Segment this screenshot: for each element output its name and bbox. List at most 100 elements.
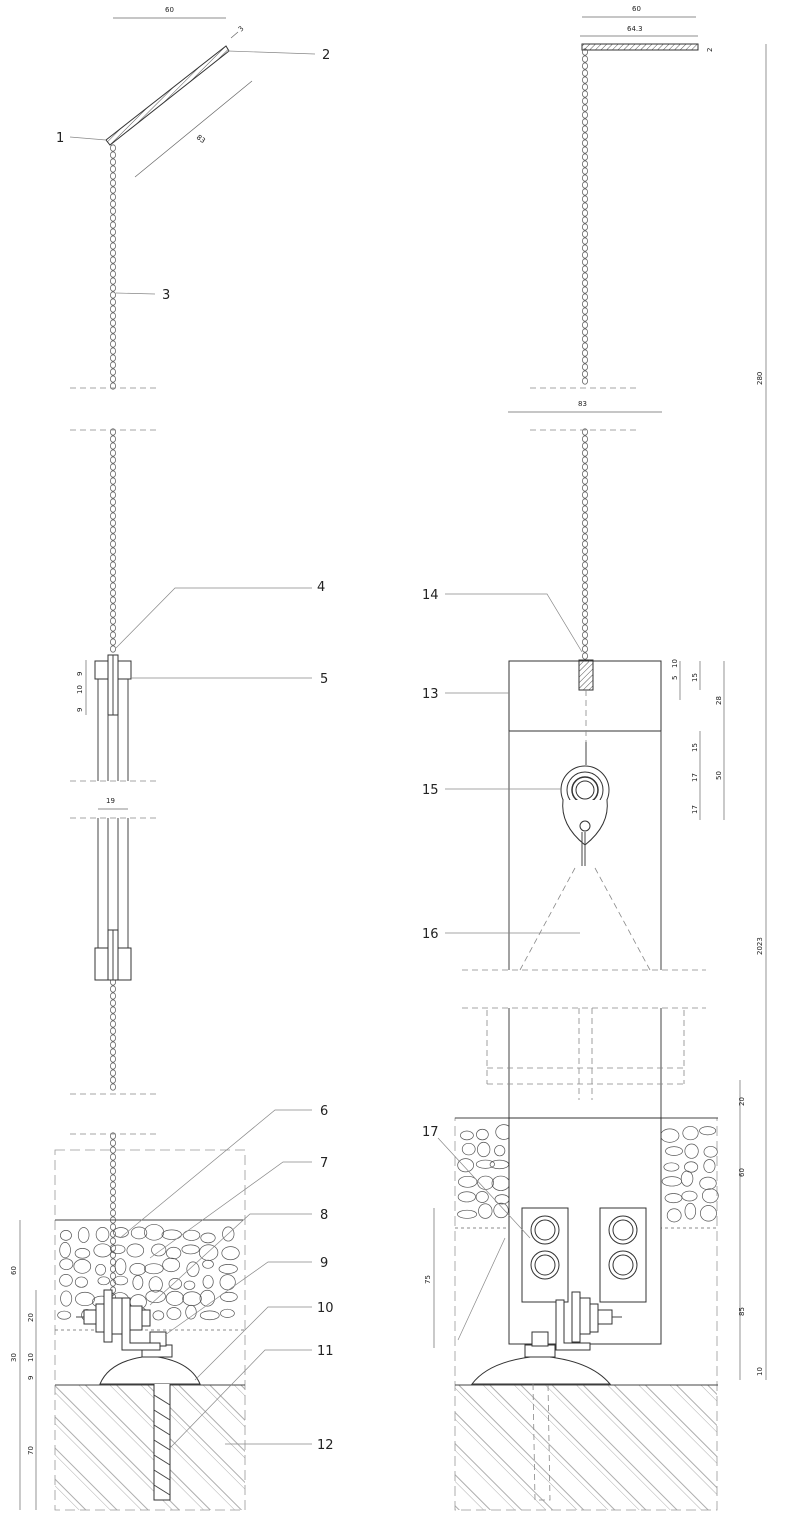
gravel-stone [478,1203,493,1219]
gravel-stone [132,1275,144,1290]
gravel-stone [680,1170,694,1187]
gravel-stone [182,1229,201,1241]
gravel-stone [461,1142,476,1156]
chain-link [582,561,589,569]
chain-link [582,321,589,329]
chain-link [110,1272,117,1280]
chain-link [110,449,117,457]
chain-link [582,596,589,604]
chain-link [582,139,589,147]
dim-right-17b: 17 [691,805,699,814]
chain-link [582,617,589,625]
chain-link [110,312,117,320]
callout-2: 2 [322,48,330,63]
chain-link [110,561,117,569]
chain-link [582,498,589,506]
dim-right-280: 280 [756,372,764,385]
chain-link [582,55,589,63]
chain-link [582,97,589,105]
dim-left-10b: 10 [27,1353,35,1362]
chain-link [110,368,117,376]
chain-link [582,258,589,266]
chain-link [582,307,589,315]
callout-12: 12 [317,1438,334,1453]
gravel-stone [703,1146,718,1158]
chain-link [582,370,589,378]
chain-link [110,568,117,576]
chain-link [582,631,589,639]
chain-link [110,221,117,229]
chain-link [582,223,589,231]
gravel-stone [151,1243,167,1257]
gravel-stone [77,1227,90,1243]
chain-link [110,435,117,443]
chain-link [110,582,117,590]
gravel-stone [660,1128,680,1143]
callout-10: 10 [317,1301,334,1316]
chain-link [110,214,117,222]
chain-link [110,1244,117,1252]
chain-link [582,533,589,541]
chain-link [110,305,117,313]
gravel-stone [186,1261,200,1277]
chain-link [582,279,589,287]
dim-right-2023: 2023 [756,937,764,955]
gravel-stone [664,1193,683,1204]
chain-link [582,484,589,492]
chain-link [582,272,589,280]
ground-block-right [454,1117,719,1511]
chain-link [582,118,589,126]
chain-link [582,363,589,371]
chain-link [582,652,589,660]
chain-link [582,512,589,520]
dim-right-83: 83 [578,400,587,408]
chain-link [110,484,117,492]
chain-link [582,624,589,632]
dim-right-75: 75 [424,1275,432,1284]
chain-link [582,174,589,182]
chain-link [110,228,117,236]
dim-line-left-3 [230,31,239,39]
chain-link [582,554,589,562]
chain-link [110,319,117,327]
chain-link [582,90,589,98]
chain-link [110,207,117,215]
gravel-stone [185,1304,197,1320]
chain-link [110,1041,117,1049]
chain-link [110,512,117,520]
chain-link [582,603,589,611]
gravel-stone [181,1244,200,1255]
ground-block-left [54,1149,246,1511]
chain-link [110,1223,117,1231]
dim-right-10b: 10 [756,1367,764,1376]
chain-link [110,547,117,555]
anchor-assembly-left [76,1289,201,1501]
gravel-stone [661,1176,683,1187]
hidden-plate [487,1067,684,1085]
gravel-stone [161,1229,182,1240]
callout-5: 5 [320,672,328,687]
callout-15: 15 [422,783,439,798]
gravel-stone [59,1242,71,1259]
gravel-stone [476,1128,489,1141]
chain-link [582,335,589,343]
dim-left-20: 20 [27,1313,35,1322]
chain-link [110,1146,117,1154]
dim-left-60: 60 [10,1266,18,1275]
chain-link [110,340,117,348]
gravel-stone [475,1159,495,1169]
chain-link [582,251,589,259]
gravel-stone [148,1276,163,1293]
chain-link [110,1069,117,1077]
chain-link [110,1034,117,1042]
gravel-stone [494,1145,506,1157]
dim-right-17a: 17 [691,773,699,782]
gravel-stone [493,1202,509,1219]
callout-13: 13 [422,687,439,702]
chain-link [110,1160,117,1168]
chain-link [110,1202,117,1210]
clamp-upper [94,654,132,716]
gravel-stone [95,1226,110,1242]
chain-link [110,179,117,187]
chain-link [110,270,117,278]
